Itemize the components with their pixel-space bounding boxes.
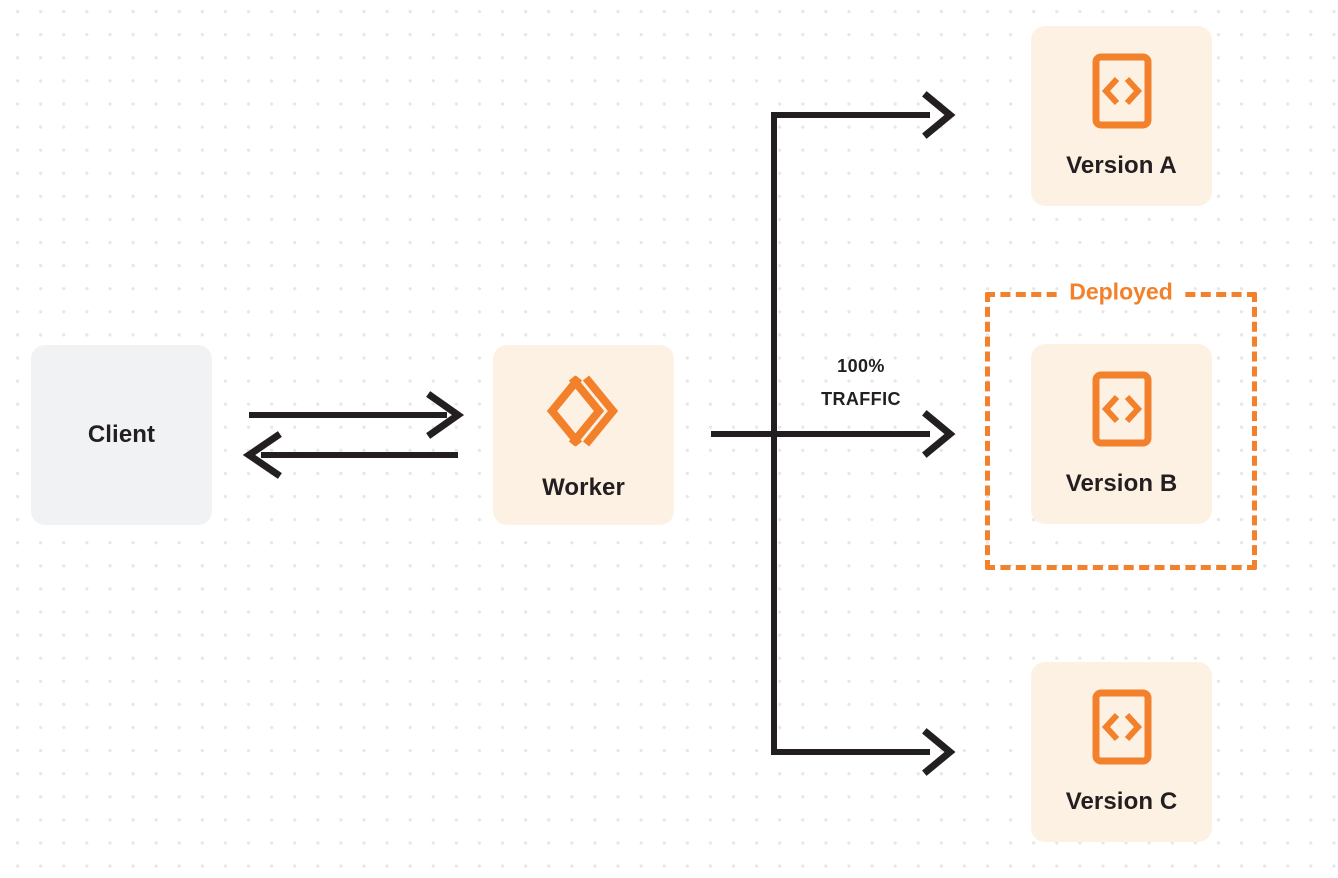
node-worker[interactable]: Worker: [493, 345, 674, 525]
worker-traffic-trunk: [711, 112, 930, 755]
version-b-label: Version B: [1065, 469, 1178, 497]
cloudflare-workers-logo-icon: [542, 369, 626, 458]
code-brackets-icon: [1092, 53, 1152, 134]
worker-label: Worker: [542, 473, 625, 501]
code-brackets-icon: [1092, 689, 1152, 770]
arrow-to-version-c: [922, 728, 956, 776]
version-c-label: Version C: [1065, 787, 1178, 815]
client-label: Client: [87, 421, 156, 448]
arrow-to-version-b: [922, 410, 956, 458]
code-brackets-icon: [1092, 371, 1152, 452]
arrow-to-version-a: [922, 91, 956, 139]
traffic-word: TRAFFIC: [821, 389, 901, 410]
deployed-group-outline: Deployed: [985, 280, 1257, 570]
traffic-percentage-label: 100% TRAFFIC: [782, 350, 940, 417]
node-version-b[interactable]: Version B: [1031, 344, 1212, 524]
node-version-c[interactable]: Version C: [1031, 662, 1212, 842]
node-client[interactable]: Client: [31, 345, 212, 525]
version-a-label: Version A: [1066, 151, 1177, 179]
deployed-group-label: Deployed: [1059, 280, 1183, 304]
worker-to-client-response-arrow: [242, 431, 458, 479]
node-version-a[interactable]: Version A: [1031, 26, 1212, 206]
traffic-percent-value: 100%: [837, 356, 885, 376]
client-to-worker-request-arrow: [249, 391, 465, 439]
